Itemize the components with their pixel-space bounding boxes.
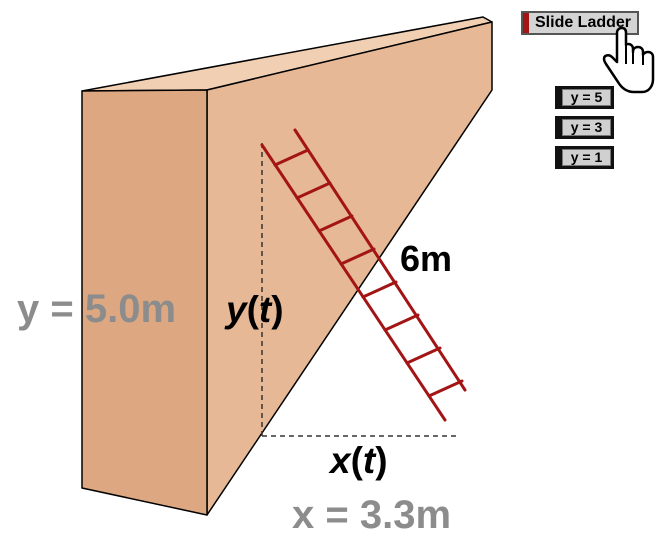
height-3-label: y = 3: [562, 119, 611, 136]
ladder-rung: [273, 148, 310, 167]
paren-open: (: [350, 440, 363, 481]
paren-open: (: [246, 289, 259, 330]
ladder-rung: [295, 181, 332, 200]
paren-close: ): [375, 440, 388, 481]
base-var-letter: x: [330, 440, 351, 481]
ladder[interactable]: [260, 128, 467, 422]
paren-close: ): [271, 289, 284, 330]
ladder-rung: [383, 313, 420, 332]
t-var: t: [362, 440, 376, 481]
t-var: t: [258, 289, 272, 330]
slide-ladder-label: Slide Ladder: [535, 14, 632, 31]
ladder-rung: [361, 280, 398, 299]
height-3-button[interactable]: y = 3: [555, 116, 614, 139]
wall-front-face: [81, 89, 208, 516]
height-1-button[interactable]: y = 1: [555, 146, 614, 169]
ladder-rung: [317, 214, 354, 233]
ladder-rung: [339, 247, 376, 266]
height-5-button[interactable]: y = 5: [555, 86, 614, 109]
height-readout: y = 5.0m: [17, 287, 177, 331]
button-accent: [523, 13, 529, 33]
ladder-rail-right: [293, 128, 467, 392]
ladder-length-label: 6m: [400, 238, 453, 279]
height-1-label: y = 1: [562, 149, 611, 166]
ladder-rung: [405, 346, 442, 365]
ladder-rail-left: [260, 143, 447, 422]
ladder-rung: [427, 379, 464, 398]
base-variable-label: x(t): [330, 442, 388, 479]
height-variable-label: y(t): [226, 291, 284, 328]
base-readout: x = 3.3m: [292, 493, 452, 537]
height-5-label: y = 5: [562, 89, 611, 106]
hand-pointer-icon: [602, 26, 655, 94]
height-var-letter: y: [226, 289, 247, 330]
